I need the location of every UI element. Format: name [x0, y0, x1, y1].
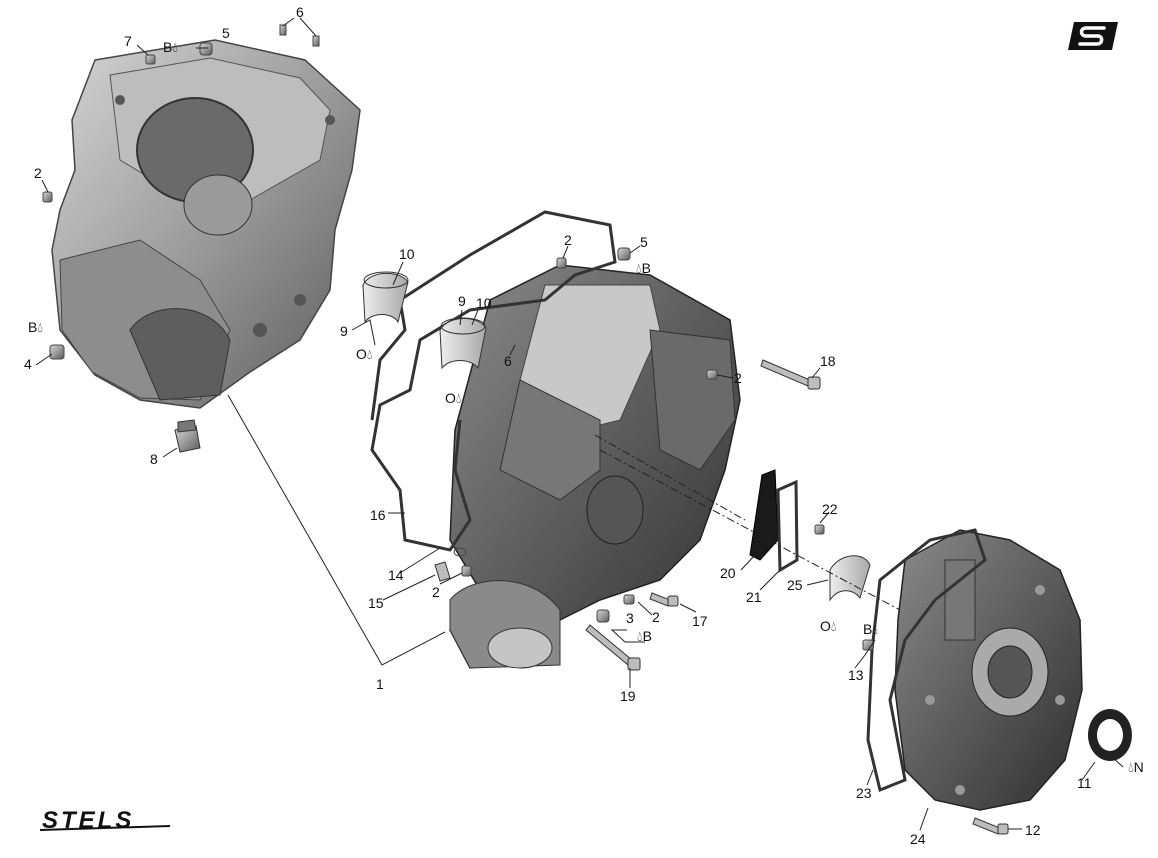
callout-20: 20: [720, 565, 736, 581]
callout-8: 8: [150, 451, 158, 467]
right-cover: [894, 529, 1083, 811]
callout-2: 2: [564, 232, 572, 248]
callout-25: 25: [787, 577, 803, 593]
bolts: [434, 359, 1009, 835]
drop-icon: 💧︎: [455, 390, 462, 406]
lube-mark-o: O💧︎: [356, 346, 373, 362]
leader-lines: [35, 17, 1124, 831]
callout-6: 6: [296, 4, 304, 20]
bearing-left: [362, 271, 409, 324]
lube-mark-b: B💧︎: [863, 621, 878, 637]
callout-3: 3: [626, 610, 634, 626]
callout-15: 15: [368, 595, 384, 611]
drop-icon: 💧︎: [637, 628, 643, 644]
callout-23: 23: [856, 785, 872, 801]
callout-5: 5: [640, 234, 648, 250]
lube-mark-o: O💧︎: [820, 618, 837, 634]
callout-2: 2: [34, 165, 42, 181]
stels-logo: STELS: [39, 806, 190, 834]
callout-2: 2: [432, 584, 440, 600]
center-crankcase: [449, 264, 741, 669]
oil-seal: [1088, 709, 1132, 761]
callout-9: 9: [340, 323, 348, 339]
callout-22: 22: [822, 501, 838, 517]
callout-10: 10: [399, 246, 415, 262]
lube-mark-b: 💧︎B: [636, 260, 651, 276]
callout-7: 7: [124, 33, 132, 49]
drop-icon: 💧︎: [1128, 759, 1134, 775]
callout-17: 17: [692, 613, 708, 629]
lube-mark-b: 💧︎B: [637, 628, 652, 644]
gasket-20: [749, 469, 779, 561]
bearing-mid: [439, 317, 487, 370]
callout-12: 12: [1025, 822, 1041, 838]
bearing-25: [829, 555, 871, 602]
callout-19: 19: [620, 688, 636, 704]
drop-icon: 💧︎: [636, 260, 642, 276]
callout-9: 9: [458, 293, 466, 309]
lube-mark-b: B💧︎: [28, 319, 43, 335]
callout-16: 16: [370, 507, 386, 523]
callout-18: 18: [820, 353, 836, 369]
callout-2: 2: [734, 370, 742, 386]
drop-icon: 💧︎: [37, 319, 43, 335]
callout-14: 14: [388, 567, 404, 583]
gasket-23: [866, 528, 987, 793]
lube-mark-n: 💧︎N: [1128, 759, 1144, 775]
drop-icon: 💧︎: [830, 618, 837, 634]
small-parts: [42, 24, 874, 651]
drop-icon: 💧︎: [366, 346, 373, 362]
drop-icon: 💧︎: [872, 621, 878, 637]
callout-11: 11: [1077, 775, 1092, 791]
gasket-21: [776, 479, 799, 573]
drop-icon: 💧︎: [172, 39, 178, 55]
lube-mark-b: B💧︎: [163, 39, 178, 55]
left-crankcase: [51, 39, 361, 409]
s-logo-icon: [1068, 22, 1118, 50]
lube-mark-o: O💧︎: [445, 390, 462, 406]
callout-10: 10: [476, 295, 492, 311]
callout-4: 4: [24, 356, 32, 372]
gasket-16: [370, 210, 617, 552]
callout-21: 21: [746, 589, 762, 605]
callout-1: 1: [376, 676, 384, 692]
plug-8: [174, 419, 201, 453]
callout-24: 24: [910, 831, 926, 847]
callout-6: 6: [504, 353, 512, 369]
callout-2: 2: [652, 609, 660, 625]
callout-5: 5: [222, 25, 230, 41]
callout-13: 13: [848, 667, 864, 683]
